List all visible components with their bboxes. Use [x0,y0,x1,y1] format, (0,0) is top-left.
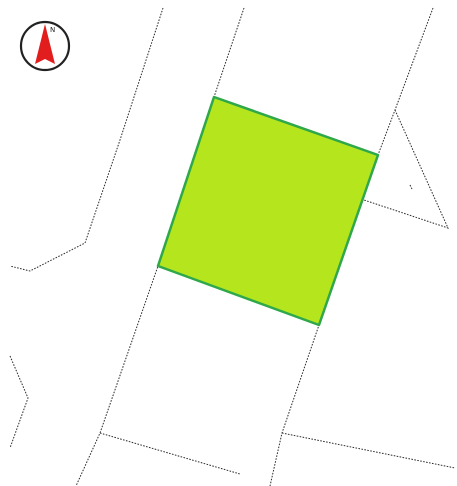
boundary-left-road [9,7,164,272]
boundary-right-triangle [360,109,449,229]
compass-north-label: N [50,26,55,34]
boundary-center-left [75,7,245,486]
boundary-lower-left-jog [9,355,29,449]
highlighted-parcel[interactable] [156,95,380,327]
boundary-bottom-right-street [281,432,456,469]
boundary-bottom-left-street [99,432,241,475]
compass-arrow [35,24,55,64]
north-arrow-icon: N [19,20,71,72]
boundary-tick [409,184,413,190]
